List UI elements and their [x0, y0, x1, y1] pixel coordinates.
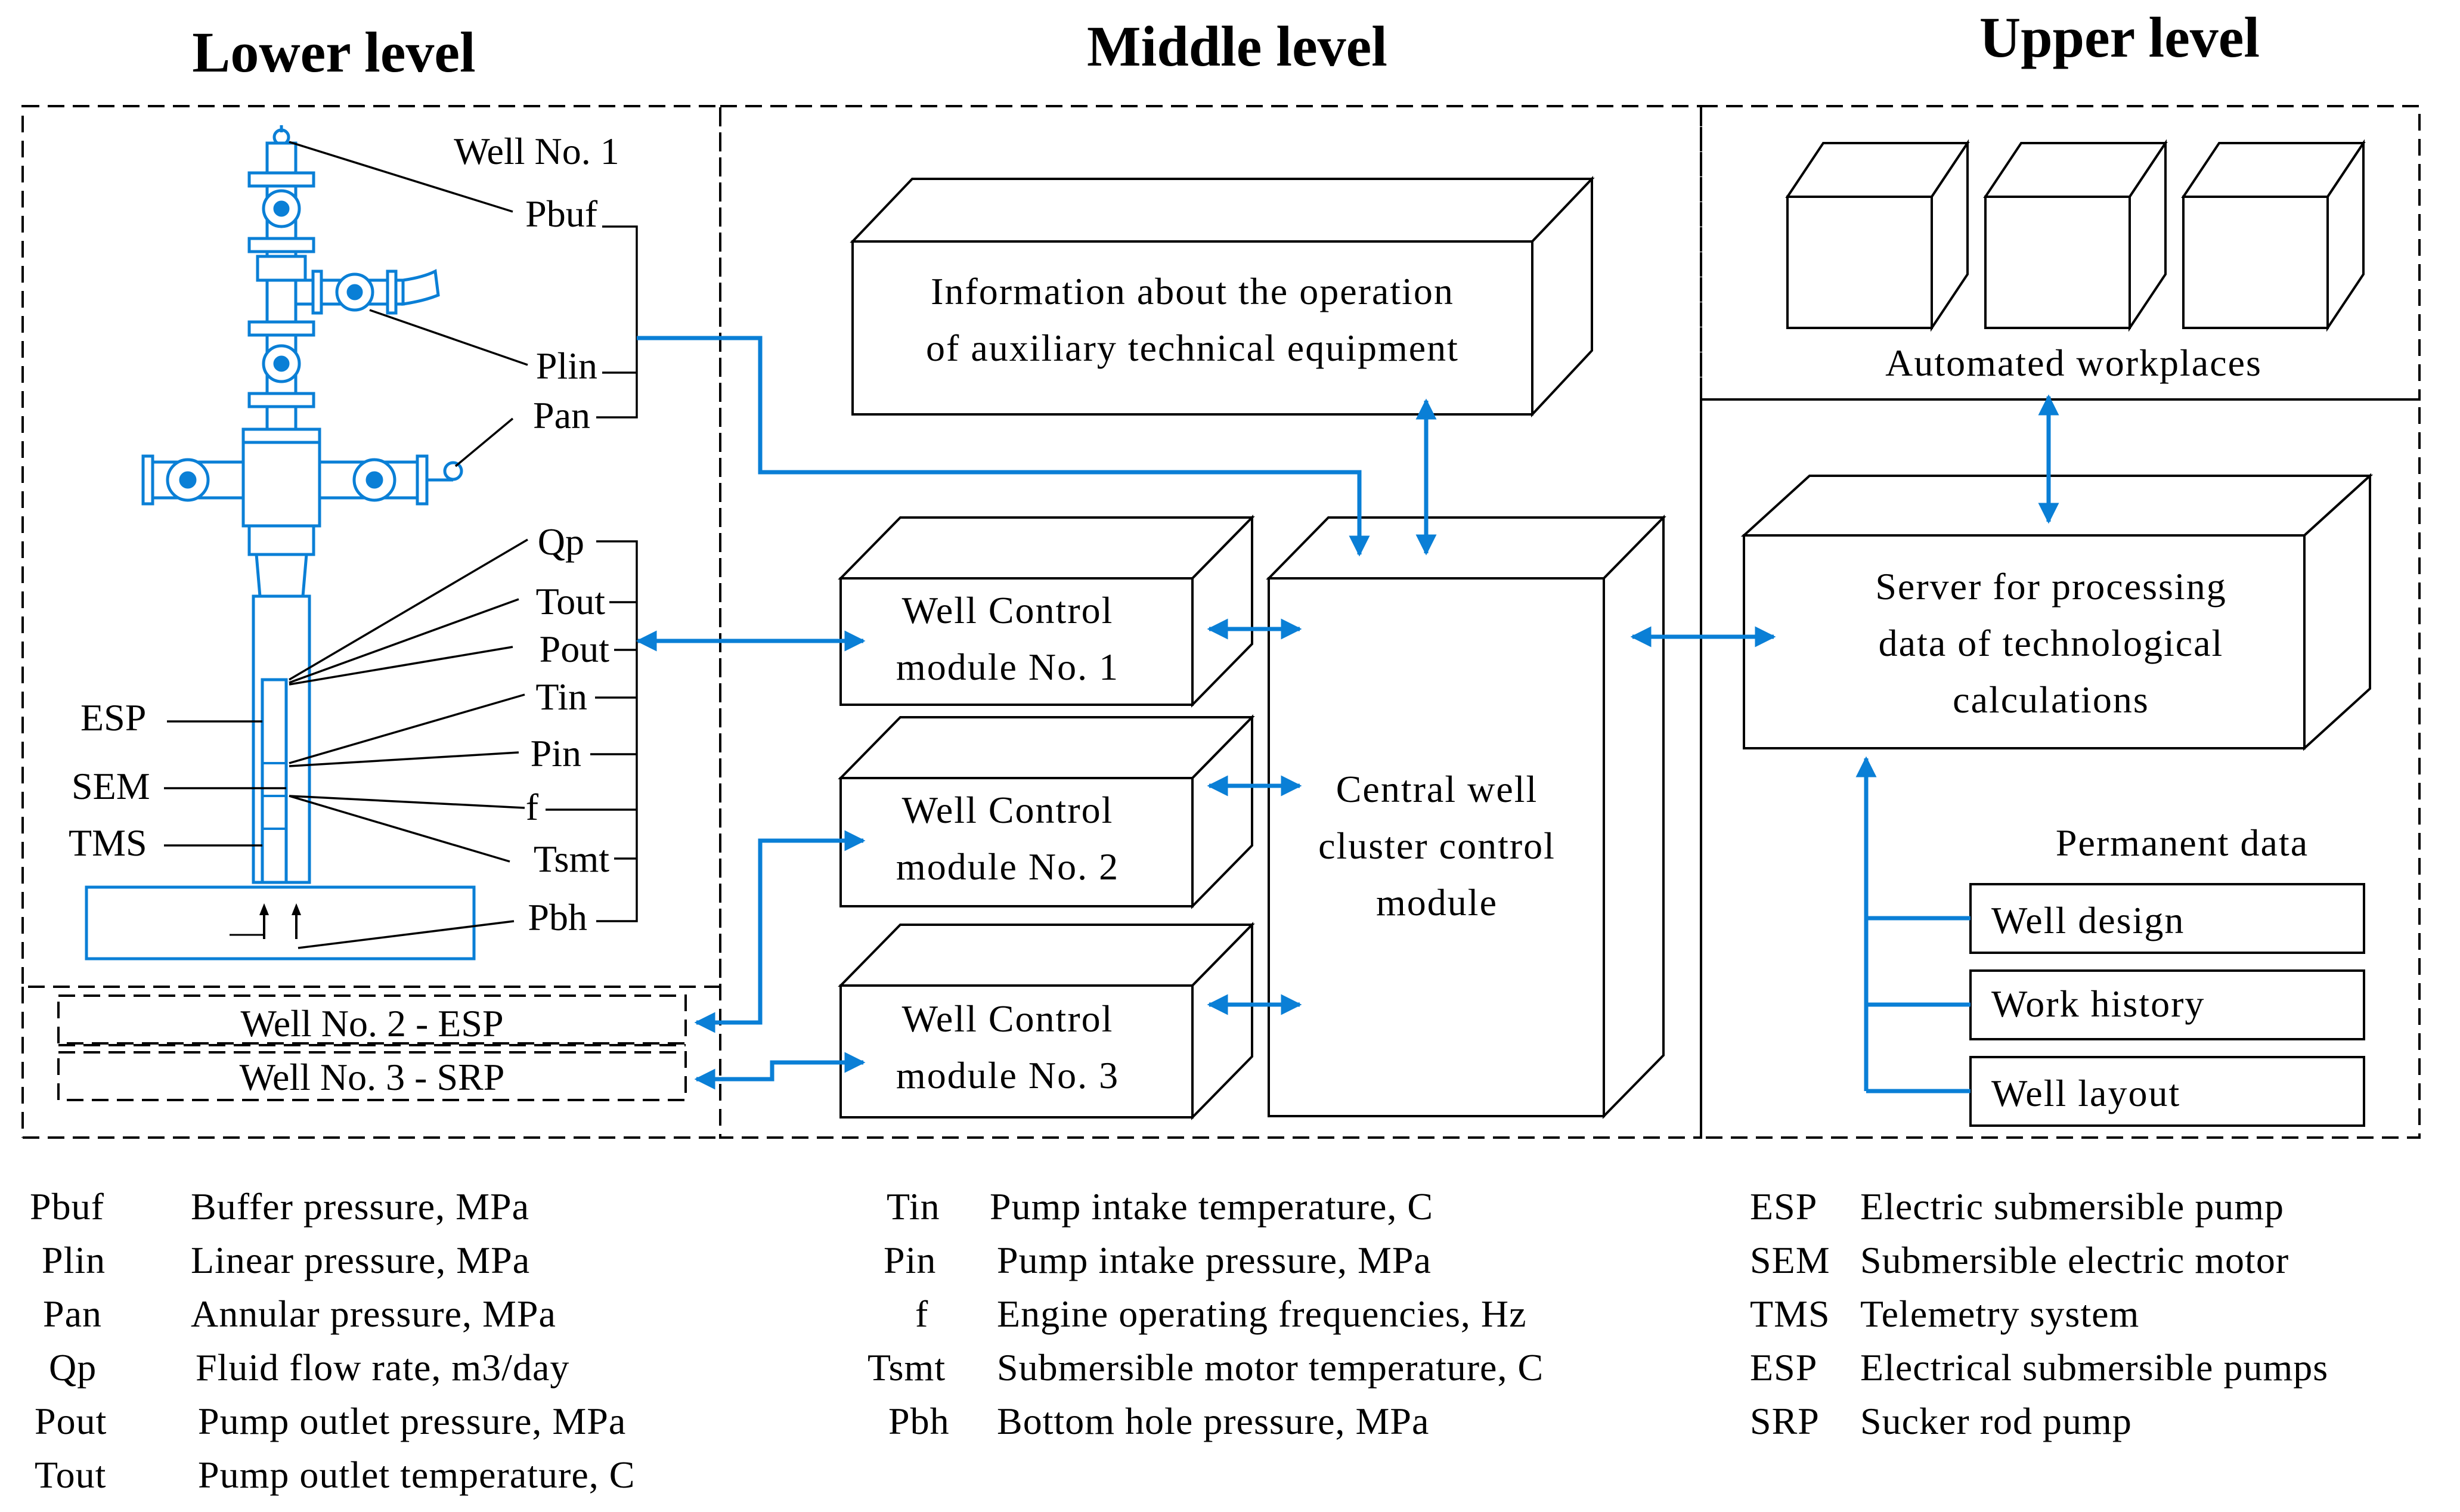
- legend-abbr: SRP: [1750, 1400, 1820, 1442]
- permanent-item-work-history: Work history: [1991, 983, 2205, 1025]
- well-control-module-3: Well Control module No. 3: [838, 922, 1255, 1120]
- central-line-3: module: [1376, 881, 1498, 924]
- well-1-title: Well No. 1: [454, 130, 619, 172]
- permanent-data-list: Well design Work history Well layout: [1969, 883, 2365, 1127]
- legend-abbr: Qp: [49, 1346, 97, 1389]
- equipment-sem: SEM: [72, 765, 150, 807]
- well-3-label: Well No. 3 - SRP: [240, 1056, 505, 1098]
- legend-desc: Submersible electric motor: [1860, 1239, 2289, 1281]
- data-flow-arrows: [636, 336, 2059, 1093]
- central-line-1: Central well: [1336, 768, 1538, 810]
- legend: Pbuf Buffer pressure, MPa Plin Linear pr…: [30, 1185, 2328, 1496]
- legend-abbr: Pbuf: [30, 1185, 104, 1228]
- server-line-2: data of technological: [1879, 622, 2224, 664]
- legend-desc: Annular pressure, MPa: [191, 1293, 556, 1335]
- legend-desc: Sucker rod pump: [1860, 1400, 2132, 1442]
- legend-abbr: SEM: [1750, 1239, 1830, 1281]
- module-2-line-2: module No. 2: [896, 845, 1119, 888]
- param-qp: Qp: [538, 520, 584, 563]
- lower-level-header: Lower level: [192, 20, 475, 84]
- aux-info-line-1: Information about the operation: [931, 270, 1454, 312]
- legend-abbr: Tsmt: [867, 1346, 946, 1389]
- permanent-data-title: Permanent data: [2056, 822, 2309, 864]
- param-plin: Plin: [536, 345, 597, 387]
- middle-level-frame: [719, 105, 1702, 1139]
- legend-desc: Telemetry system: [1860, 1293, 2139, 1335]
- aux-info-line-2: of auxiliary technical equipment: [926, 327, 1459, 369]
- permanent-item-well-layout: Well layout: [1991, 1072, 2180, 1114]
- legend-desc: Pump outlet temperature, C: [198, 1454, 635, 1496]
- legend-column-3: ESP Electric submersible pump SEM Submer…: [1750, 1185, 2328, 1442]
- well-3-box: [57, 1051, 687, 1101]
- legend-desc: Pump intake temperature, C: [990, 1185, 1433, 1228]
- param-tsmt: Tsmt: [534, 838, 609, 880]
- workplaces-frame: [1700, 105, 2421, 401]
- legend-abbr: Tout: [35, 1454, 106, 1496]
- param-f: f: [526, 786, 539, 828]
- equipment-tms: TMS: [69, 822, 147, 864]
- legend-desc: Fluid flow rate, m3/day: [196, 1346, 569, 1389]
- param-pan: Pan: [533, 394, 590, 436]
- well-2-box: [57, 994, 687, 1045]
- legend-desc: Pump intake pressure, MPa: [997, 1239, 1432, 1281]
- legend-abbr: Plin: [42, 1239, 106, 1281]
- legend-desc: Buffer pressure, MPa: [191, 1185, 529, 1228]
- legend-abbr: TMS: [1750, 1293, 1830, 1335]
- param-tin: Tin: [535, 676, 587, 718]
- well-2-label: Well No. 2 - ESP: [240, 1002, 503, 1045]
- server-box: Server for processing data of technologi…: [1740, 473, 2374, 751]
- well-1-leader-lines: [164, 141, 638, 949]
- permanent-item-box: [1969, 1056, 2365, 1127]
- level-frames: [21, 105, 2421, 1139]
- aux-info-box: Information about the operation of auxil…: [850, 176, 1595, 418]
- wellhead-drawing: [85, 125, 476, 961]
- legend-desc: Electric submersible pump: [1860, 1185, 2284, 1228]
- equipment-esp: ESP: [80, 696, 146, 739]
- param-pbh: Pbh: [528, 896, 587, 938]
- module-1-line-1: Well Control: [902, 589, 1114, 631]
- legend-desc: Electrical submersible pumps: [1860, 1346, 2328, 1389]
- permanent-item-box: [1969, 883, 2365, 954]
- middle-level-header: Middle level: [1087, 14, 1387, 78]
- permanent-item-box: [1969, 969, 2365, 1040]
- legend-abbr: ESP: [1750, 1185, 1817, 1228]
- upper-level-header: Upper level: [1979, 5, 2260, 69]
- server-line-1: Server for processing: [1875, 565, 2226, 608]
- legend-desc: Submersible motor temperature, C: [997, 1346, 1544, 1389]
- server-frame: [1700, 398, 2421, 1139]
- param-pin: Pin: [531, 732, 581, 774]
- well-control-module-1: Well Control module No. 1: [838, 515, 1255, 708]
- param-tout: Tout: [536, 580, 606, 622]
- workstation-boxes: [1785, 139, 2366, 332]
- central-line-2: cluster control: [1318, 825, 1556, 867]
- legend-abbr: f: [915, 1293, 928, 1335]
- legend-desc: Linear pressure, MPa: [191, 1239, 530, 1281]
- legend-abbr: Pout: [35, 1400, 107, 1442]
- legend-abbr: Pin: [884, 1239, 936, 1281]
- automated-workplaces-label: Automated workplaces: [1885, 342, 2262, 384]
- module-3-line-1: Well Control: [902, 997, 1114, 1040]
- legend-column-2: Tin Pump intake temperature, C Pin Pump …: [867, 1185, 1544, 1442]
- legend-abbr: Pbh: [888, 1400, 950, 1442]
- legend-desc: Pump outlet pressure, MPa: [198, 1400, 626, 1442]
- legend-desc: Bottom hole pressure, MPa: [997, 1400, 1429, 1442]
- permanent-item-well-design: Well design: [1991, 899, 2185, 941]
- legend-abbr: Pan: [43, 1293, 102, 1335]
- module-3-line-2: module No. 3: [896, 1054, 1119, 1096]
- param-pbuf: Pbuf: [525, 193, 598, 235]
- param-pout: Pout: [540, 628, 610, 670]
- legend-column-1: Pbuf Buffer pressure, MPa Plin Linear pr…: [30, 1185, 635, 1496]
- legend-desc: Engine operating frequencies, Hz: [997, 1293, 1527, 1335]
- server-line-3: calculations: [1953, 678, 2149, 721]
- module-2-line-1: Well Control: [902, 789, 1114, 831]
- legend-abbr: Tin: [887, 1185, 940, 1228]
- central-module-box: Central well cluster control module: [1266, 515, 1666, 1119]
- legend-abbr: ESP: [1750, 1346, 1817, 1389]
- well-control-module-2: Well Control module No. 2: [838, 714, 1255, 909]
- module-1-line-2: module No. 1: [896, 646, 1119, 688]
